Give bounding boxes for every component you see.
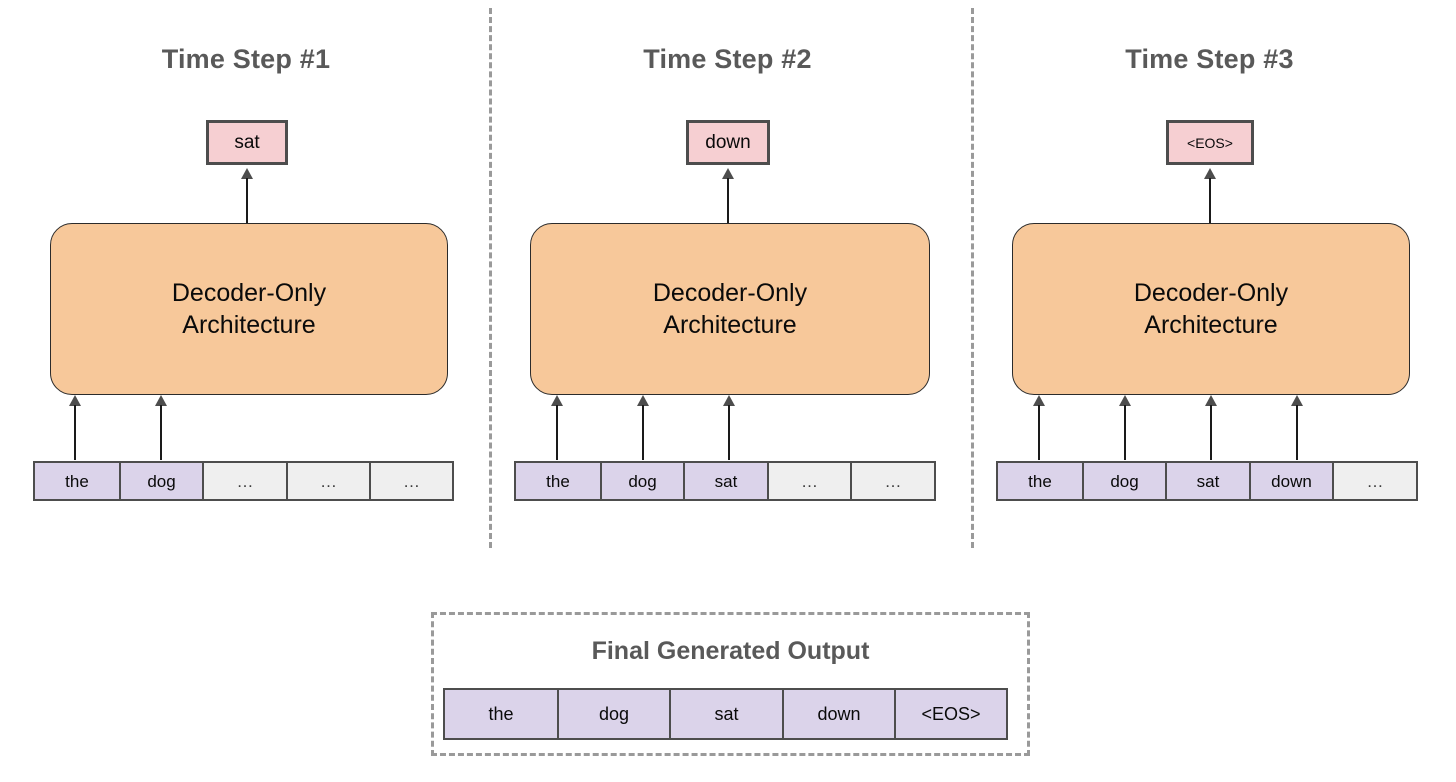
token-cell[interactable]: dog bbox=[1081, 461, 1168, 501]
time-step-panel-1: Time Step #1 sat Decoder-Only Architectu… bbox=[33, 0, 459, 560]
input-arrow-shaft bbox=[1038, 405, 1040, 460]
token-cell[interactable]: sat bbox=[683, 461, 769, 501]
token-cell[interactable]: … bbox=[202, 461, 288, 501]
input-arrow-shaft bbox=[1296, 405, 1298, 460]
predicted-token-label: sat bbox=[234, 132, 260, 153]
token-label: … bbox=[1366, 471, 1384, 491]
token-label: … bbox=[403, 471, 420, 491]
token-label: down bbox=[1271, 471, 1312, 491]
panel-title: Time Step #1 bbox=[161, 44, 331, 74]
input-arrow-head-icon bbox=[155, 395, 167, 406]
panel-title: Time Step #2 bbox=[643, 44, 812, 74]
predicted-token-label: <EOS> bbox=[1187, 134, 1233, 151]
input-arrow-shaft bbox=[74, 405, 76, 460]
token-cell[interactable]: … bbox=[766, 461, 853, 501]
token-cell[interactable]: … bbox=[369, 461, 454, 501]
prediction-arrow-shaft bbox=[1209, 178, 1211, 223]
token-label: sat bbox=[714, 704, 739, 724]
input-arrow-shaft bbox=[1210, 405, 1212, 460]
input-arrow-head-icon bbox=[1291, 395, 1303, 406]
input-arrow-head-icon bbox=[723, 395, 735, 406]
token-cell[interactable]: … bbox=[285, 461, 372, 501]
decoder-label-line1: Decoder-Only bbox=[652, 279, 808, 307]
predicted-token-box: <EOS> bbox=[1166, 120, 1254, 165]
input-arrow-shaft bbox=[556, 405, 558, 460]
input-arrow-shaft bbox=[160, 405, 162, 460]
panel-title: Time Step #3 bbox=[1125, 44, 1294, 74]
token-cell[interactable]: <EOS> bbox=[894, 688, 1008, 740]
decoder-block: Decoder-Only Architecture bbox=[50, 223, 448, 395]
token-cell[interactable]: dog bbox=[556, 688, 672, 740]
input-arrow-head-icon bbox=[1119, 395, 1131, 406]
decoder-label: Decoder-Only Architecture bbox=[172, 277, 326, 341]
token-label: sat bbox=[714, 471, 738, 491]
token-label: down bbox=[817, 704, 861, 724]
token-cell[interactable]: down bbox=[1248, 461, 1335, 501]
input-arrow-head-icon bbox=[551, 395, 563, 406]
token-label: … bbox=[801, 471, 818, 491]
decoder-label-line2: Architecture bbox=[663, 311, 797, 339]
token-cell[interactable]: the bbox=[443, 688, 559, 740]
final-output-title: Final Generated Output bbox=[591, 637, 870, 665]
token-cell[interactable]: the bbox=[514, 461, 602, 501]
input-arrow-head-icon bbox=[69, 395, 81, 406]
token-cell[interactable]: sat bbox=[1165, 461, 1251, 501]
token-cell[interactable]: the bbox=[996, 461, 1084, 501]
input-arrow-shaft bbox=[642, 405, 644, 460]
token-cell[interactable]: dog bbox=[118, 461, 205, 501]
token-label: dog bbox=[598, 704, 630, 724]
token-cell[interactable]: sat bbox=[669, 688, 784, 740]
input-arrow-shaft bbox=[728, 405, 730, 460]
input-arrow-shaft bbox=[1124, 405, 1126, 460]
input-arrow-head-icon bbox=[1205, 395, 1217, 406]
token-label: the bbox=[1028, 471, 1052, 491]
time-step-panel-2: Time Step #2 down Decoder-Only Architect… bbox=[514, 0, 941, 560]
token-label: dog bbox=[628, 471, 657, 491]
prediction-arrow-head-icon bbox=[722, 168, 734, 179]
token-label: dog bbox=[147, 471, 176, 491]
decoder-label-line2: Architecture bbox=[1144, 311, 1278, 339]
decoder-label-line1: Decoder-Only bbox=[171, 279, 327, 307]
predicted-token-box: sat bbox=[206, 120, 288, 165]
decoder-block: Decoder-Only Architecture bbox=[530, 223, 930, 395]
prediction-arrow-head-icon bbox=[1204, 168, 1216, 179]
token-label: … bbox=[884, 471, 902, 491]
prediction-arrow-shaft bbox=[727, 178, 729, 223]
token-label: the bbox=[65, 471, 89, 491]
token-label: sat bbox=[1196, 471, 1220, 491]
token-label: … bbox=[236, 471, 254, 491]
decoder-label-line1: Decoder-Only bbox=[1133, 279, 1289, 307]
input-arrow-head-icon bbox=[1033, 395, 1045, 406]
input-arrow-head-icon bbox=[637, 395, 649, 406]
input-token-row: the dog sat down … bbox=[996, 461, 1423, 501]
token-cell[interactable]: the bbox=[33, 461, 121, 501]
panel-separator-1 bbox=[489, 8, 492, 548]
predicted-token-label: down bbox=[705, 132, 751, 153]
token-label: the bbox=[546, 471, 570, 491]
time-step-panel-3: Time Step #3 <EOS> Decoder-Only Architec… bbox=[996, 0, 1423, 560]
decoder-block: Decoder-Only Architecture bbox=[1012, 223, 1410, 395]
token-label: dog bbox=[1110, 471, 1139, 491]
final-generated-output-container: Final Generated Output the dog sat down … bbox=[431, 612, 1030, 756]
prediction-arrow-shaft bbox=[246, 178, 248, 223]
token-label: … bbox=[320, 471, 337, 491]
token-cell[interactable]: … bbox=[850, 461, 936, 501]
token-cell[interactable]: … bbox=[1332, 461, 1418, 501]
decoder-label: Decoder-Only Architecture bbox=[1134, 277, 1288, 341]
prediction-arrow-head-icon bbox=[241, 168, 253, 179]
input-token-row: the dog … … … bbox=[33, 461, 459, 501]
token-cell[interactable]: dog bbox=[599, 461, 686, 501]
input-token-row: the dog sat … … bbox=[514, 461, 941, 501]
predicted-token-box: down bbox=[686, 120, 770, 165]
decoder-label: Decoder-Only Architecture bbox=[653, 277, 807, 341]
panel-separator-2 bbox=[971, 8, 974, 548]
token-label: <EOS> bbox=[921, 704, 981, 724]
token-label: the bbox=[488, 704, 514, 724]
token-cell[interactable]: down bbox=[781, 688, 897, 740]
final-output-token-row: the dog sat down <EOS> bbox=[443, 688, 1018, 740]
decoder-label-line2: Architecture bbox=[182, 311, 316, 339]
